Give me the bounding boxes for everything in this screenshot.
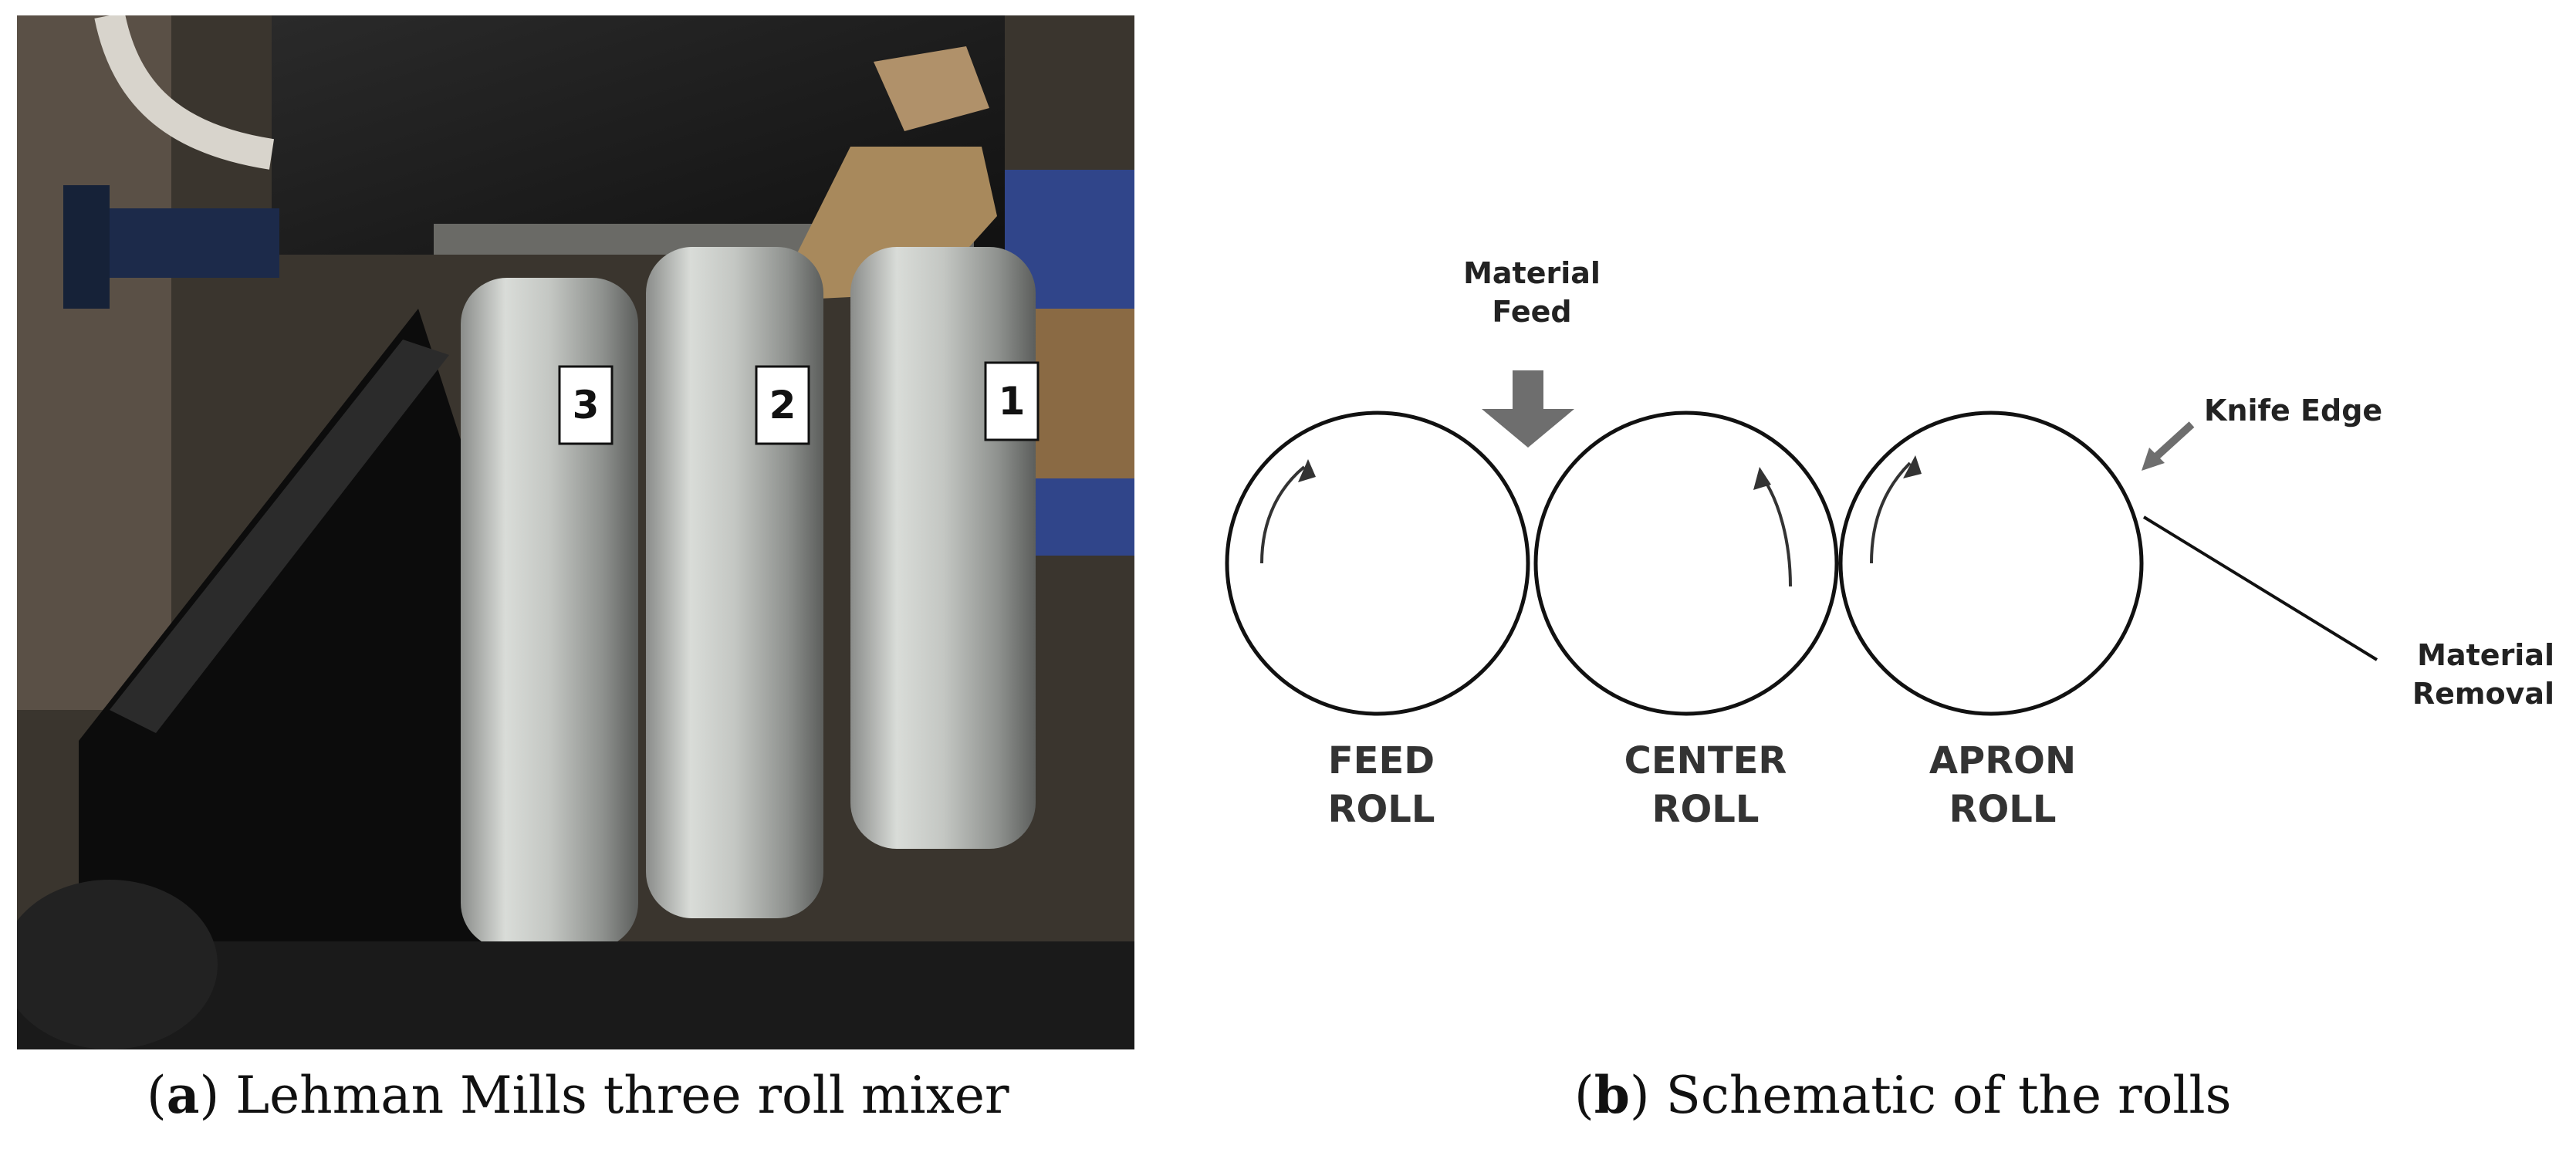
svg-text:1: 1 (999, 379, 1026, 424)
center-roll-label: CENTER (1624, 739, 1787, 782)
roll-3 (461, 278, 638, 949)
feed-rotation-arrowhead (1298, 459, 1316, 482)
caption-b-letter: b (1594, 1065, 1630, 1125)
center-rotation-arrowhead (1753, 467, 1771, 490)
feed-roll-circle (1225, 411, 1530, 716)
roll-mixer-photo: 3 2 1 (2, 12, 1134, 1049)
material-removal-line (2142, 515, 2378, 661)
caption-a-letter: a (166, 1065, 200, 1125)
apron-roll-label-line2: ROLL (1949, 788, 2057, 831)
caption-a-text: Lehman Mills three roll mixer (219, 1066, 1009, 1125)
roll-1 (850, 247, 1036, 849)
caption-b-text: Schematic of the rolls (1649, 1066, 2232, 1125)
roll-label-2: 2 (755, 365, 810, 445)
material-feed-arrow (1482, 370, 1574, 448)
apron-rotation-arrow (1870, 461, 1912, 564)
caption-a: (a) Lehman Mills three roll mixer (147, 1065, 1009, 1125)
center-roll-circle (1533, 411, 1839, 716)
material-feed-label-line2: Feed (1492, 295, 1571, 329)
material-removal-label-line2: Removal (2412, 677, 2554, 711)
roll-2 (646, 247, 823, 918)
feed-roll-label: FEED (1328, 739, 1435, 782)
apron-roll-circle (1838, 411, 2144, 716)
caption-b: (b) Schematic of the rolls (1574, 1065, 2232, 1125)
svg-text:2: 2 (769, 383, 796, 427)
feed-rotation-arrow (1260, 465, 1306, 564)
roll-label-1: 1 (984, 361, 1040, 441)
svg-text:3: 3 (573, 383, 600, 427)
roll-label-3: 3 (558, 365, 614, 445)
feed-roll-label-line2: ROLL (1328, 788, 1435, 831)
roll-schematic: Material Feed Knife Edge Material Remova… (1204, 231, 2570, 864)
apron-rotation-arrowhead (1903, 455, 1922, 478)
center-roll-label-line2: ROLL (1652, 788, 1760, 831)
material-removal-label: Material (2417, 638, 2554, 672)
apron-roll-label: APRON (1929, 739, 2076, 782)
center-rotation-arrow (1762, 477, 1792, 587)
knife-edge-label: Knife Edge (2204, 394, 2382, 427)
material-feed-label: Material (1463, 256, 1601, 290)
